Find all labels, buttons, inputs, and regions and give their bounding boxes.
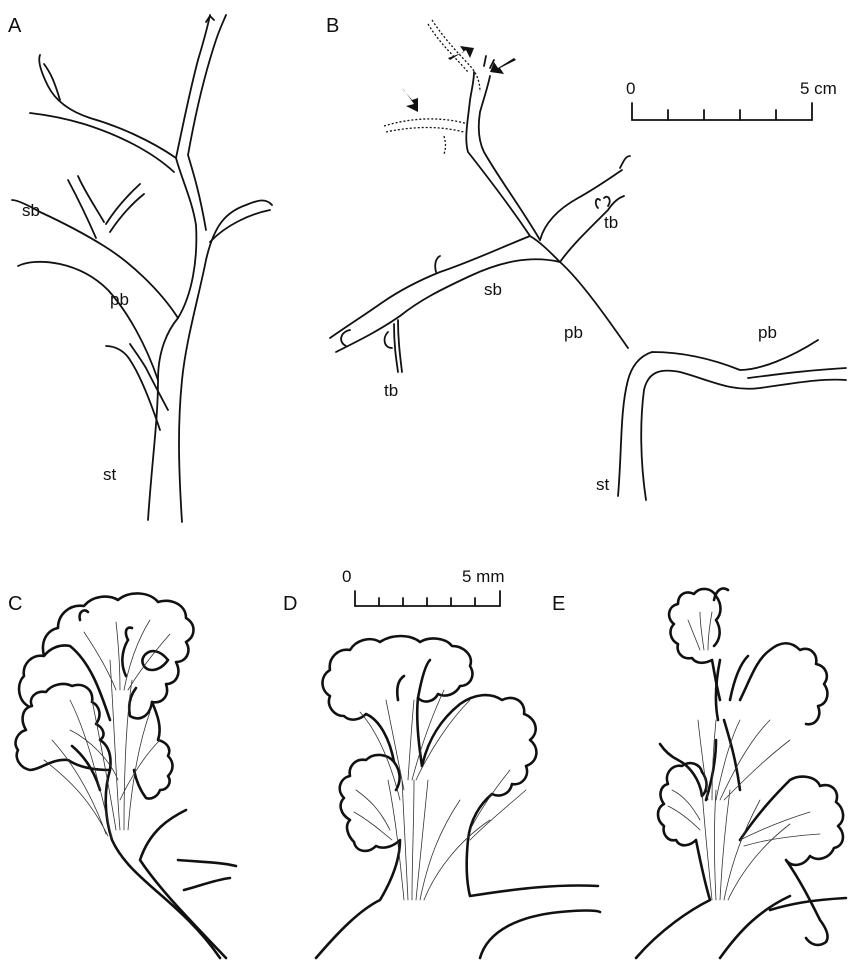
b-dotted-2: [384, 119, 468, 126]
panel-a-drawing: [12, 15, 272, 522]
c-frond-outline: [16, 593, 220, 958]
c-notch-1: [126, 628, 132, 640]
panel-label-d: D: [283, 593, 297, 615]
panel-c-drawing: [16, 593, 236, 958]
panel-label-e: E: [552, 593, 565, 615]
e-frond-top: [669, 589, 720, 700]
b-dotted-2b: [386, 128, 464, 133]
a-left-branch: [18, 262, 158, 380]
scale-cm-end: 5 cm: [800, 79, 837, 98]
b-tb-right: [596, 197, 610, 208]
b-tip-right: [620, 156, 630, 168]
panel-e-drawing: [636, 588, 846, 958]
b-tb-hook: [385, 332, 392, 348]
b-right-mid: [748, 368, 846, 378]
a-twig-3: [106, 184, 140, 224]
b-label-tb-right: tb: [604, 213, 618, 232]
a-upper-left: [39, 55, 176, 158]
a-lower-stub: [106, 346, 160, 430]
e-stalk: [720, 896, 846, 958]
b-stub: [435, 256, 440, 272]
scale-cm-start: 0: [626, 79, 635, 98]
panel-b-drawing: [330, 20, 846, 500]
a-label-sb: sb: [22, 201, 40, 220]
b-tb-stalk: [398, 320, 402, 372]
b-dotted-3: [444, 136, 446, 154]
d-stalk: [480, 911, 600, 959]
arrow-icon: [448, 46, 474, 60]
a-stem-right: [179, 200, 272, 522]
c-veins: [44, 620, 170, 838]
scale-mm-start: 0: [342, 567, 351, 586]
d-notches: [397, 660, 430, 700]
a-upper-right: [188, 15, 226, 230]
a-label-st: st: [103, 465, 117, 484]
a-twig-4: [110, 194, 144, 232]
b-left-hook: [341, 330, 350, 346]
a-twig-1: [68, 180, 96, 238]
e-frond-lower-left: [636, 744, 710, 958]
b-label-pb-center: pb: [564, 323, 583, 342]
b-label-st: st: [596, 475, 610, 494]
c-inner-sinus: [122, 640, 128, 676]
panel-label-a: A: [8, 15, 22, 37]
c-frond-lobe: [134, 702, 173, 799]
b-main-up: [479, 76, 540, 240]
b-left-branch-2: [336, 259, 560, 352]
c-hole-1: [142, 651, 168, 670]
b-label-tb-left: tb: [384, 381, 398, 400]
b-right-upper: [618, 340, 818, 496]
b-label-pb-right: pb: [758, 323, 777, 342]
e-frond-right: [730, 643, 827, 724]
scale-bar-cm: [632, 103, 812, 120]
b-label-sb: sb: [484, 280, 502, 299]
c-stalk-lines: [140, 810, 236, 958]
a-label-pb: pb: [110, 290, 129, 309]
a-twig-2: [78, 176, 104, 222]
b-right-lower: [641, 371, 846, 500]
d-frond-outline: [316, 636, 472, 958]
panel-d-drawing: [316, 636, 600, 958]
arrow-icon: [402, 88, 418, 112]
panel-label-b: B: [326, 15, 339, 37]
panel-label-c: C: [8, 593, 22, 615]
b-main-up-2: [466, 72, 560, 262]
c-notch-2: [80, 610, 88, 620]
scale-mm-end: 5 mm: [462, 567, 505, 586]
e-veins: [668, 612, 820, 900]
scale-bar-mm: [355, 591, 500, 606]
